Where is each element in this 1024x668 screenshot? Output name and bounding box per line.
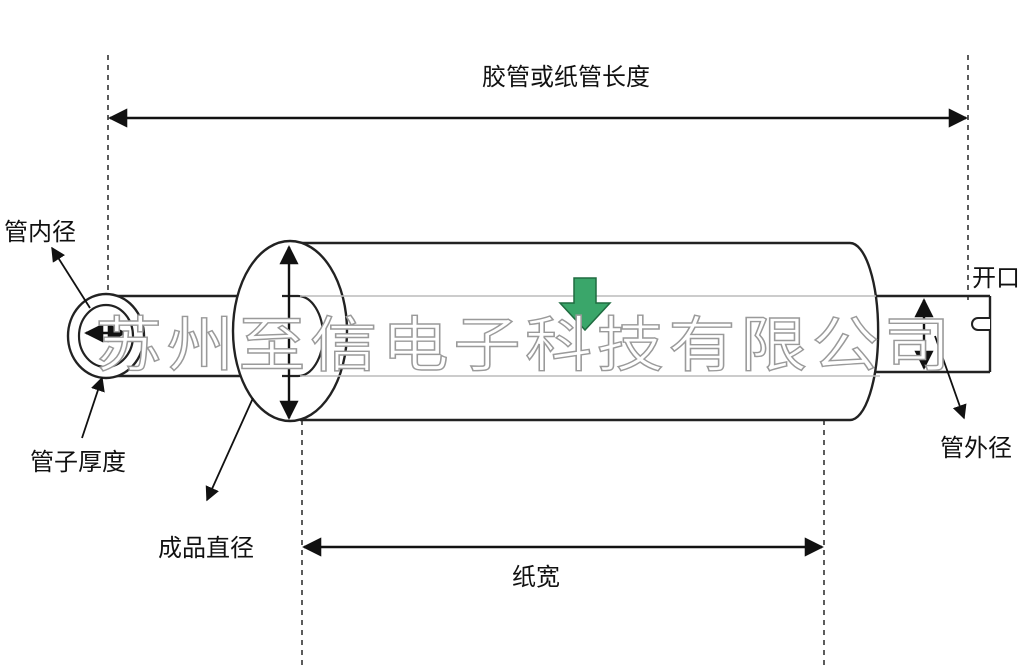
tube-thickness-leader bbox=[81, 376, 105, 439]
paper-width-label: 纸宽 bbox=[512, 563, 560, 591]
down-arrow-icon bbox=[558, 277, 612, 332]
outer-diameter-label: 管外径 bbox=[940, 434, 1012, 462]
inner-diameter-leader bbox=[51, 246, 91, 309]
paper-roll bbox=[231, 239, 880, 423]
opening-label: 开口 bbox=[972, 264, 1020, 292]
total-length-label: 胶管或纸管长度 bbox=[482, 63, 650, 91]
product-diameter-leader bbox=[205, 397, 254, 502]
inner-diameter-label: 管内径 bbox=[4, 218, 76, 246]
company-watermark: 苏州至信电子科技有限公司 bbox=[95, 311, 955, 381]
tube-thickness-label: 管子厚度 bbox=[30, 448, 126, 476]
product-diameter-label: 成品直径 bbox=[158, 534, 254, 562]
opening-slot bbox=[971, 317, 990, 331]
right-tube bbox=[876, 294, 992, 374]
outer-diameter-leader bbox=[934, 335, 967, 420]
